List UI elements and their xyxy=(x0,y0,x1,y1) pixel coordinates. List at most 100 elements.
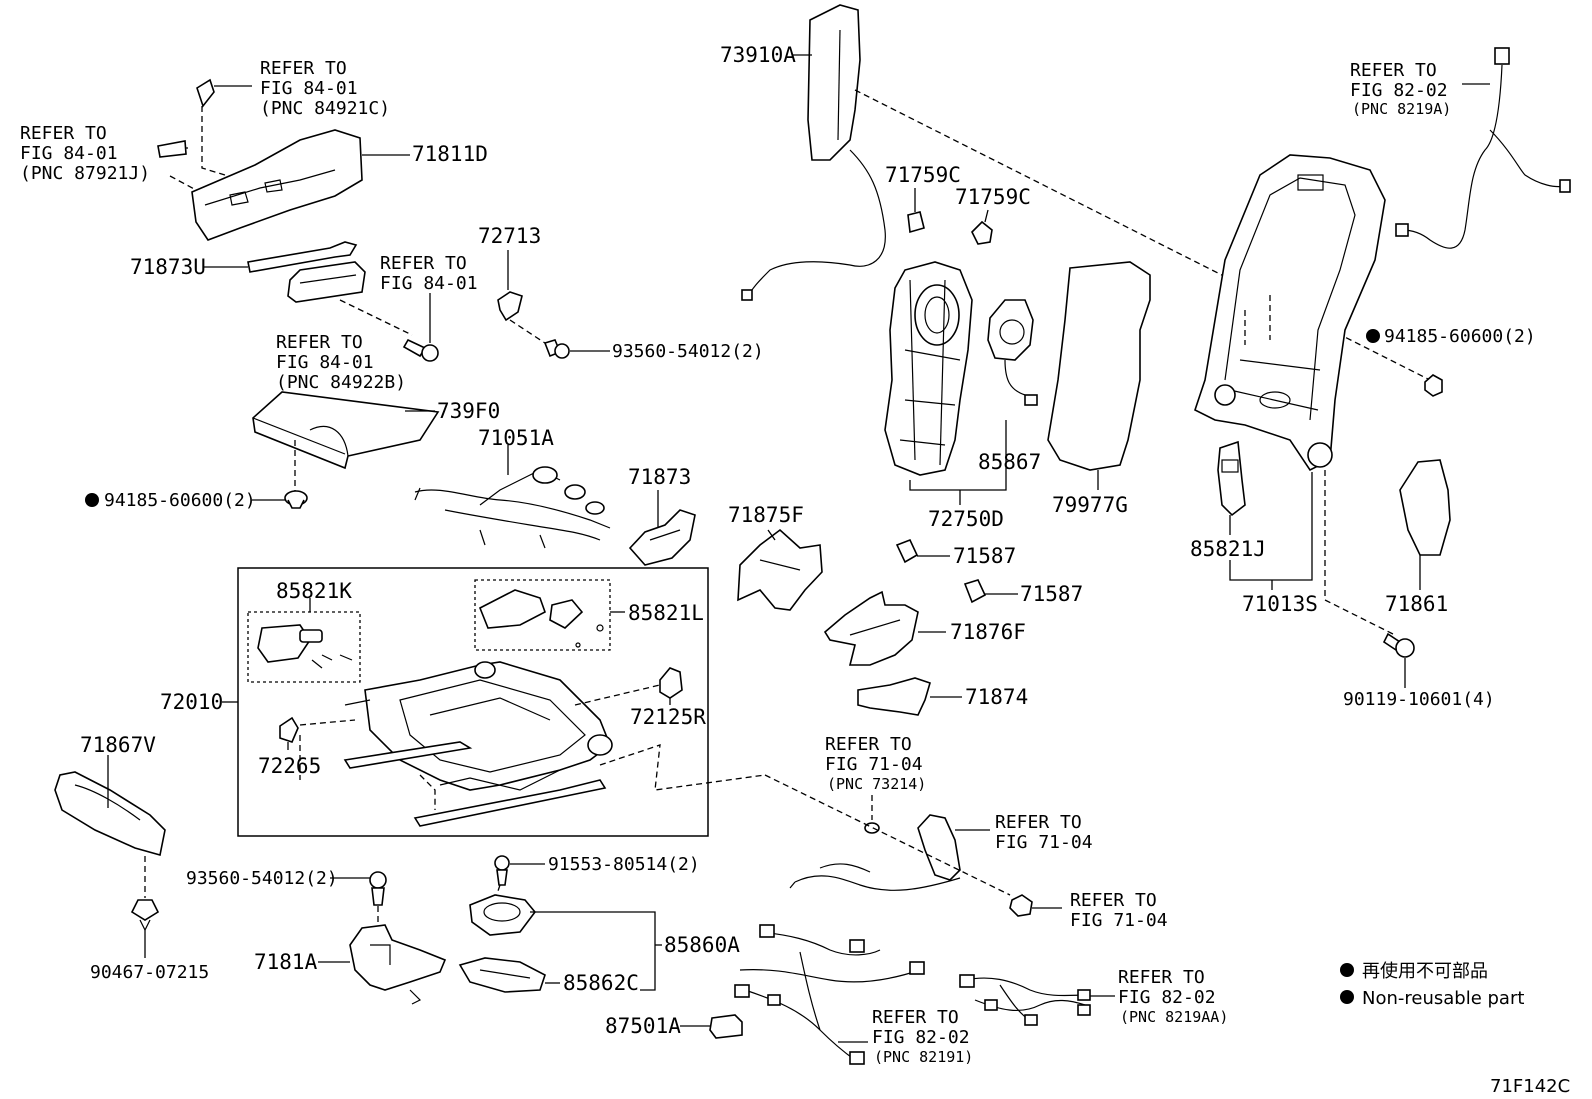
screw-93560-lower xyxy=(369,871,387,906)
part-label: 79977G xyxy=(1052,493,1128,517)
part-label: 93560-54012(2) xyxy=(186,868,338,889)
motor-kit-85821k-box xyxy=(247,611,361,683)
refer-note: REFER TO xyxy=(276,332,363,353)
harness-8219aa xyxy=(959,974,1091,1026)
part-7181a-bracket xyxy=(349,924,447,1005)
part-label: 71811D xyxy=(412,142,488,166)
refer-note: (PNC 84921C) xyxy=(260,98,390,119)
part-label: 85821J xyxy=(1190,537,1266,561)
part-85860a-module xyxy=(469,894,537,936)
refer-note: (PNC 8219A) xyxy=(1352,100,1451,118)
part-87501a-block xyxy=(709,1014,743,1039)
part-label: 71013S xyxy=(1242,592,1318,616)
refer-note: REFER TO xyxy=(1118,967,1205,988)
part-label: 71867V xyxy=(80,733,156,757)
refer-note: (PNC 8219AA) xyxy=(1120,1008,1228,1026)
part-71013s-seatback-frame xyxy=(1194,154,1386,472)
refer-note: REFER TO xyxy=(825,734,912,755)
part-71873u-bracket xyxy=(247,241,358,273)
refer-note: REFER TO xyxy=(1350,60,1437,81)
refer-note: FIG 82-02 xyxy=(1350,80,1448,101)
part-72750d-lumbar-plate xyxy=(884,261,973,476)
part-label: 71861 xyxy=(1385,592,1448,616)
seat-belt-buckle-harness xyxy=(789,814,961,891)
part-label: 87501A xyxy=(605,1014,681,1038)
refer-note: (PNC 87921J) xyxy=(20,163,150,184)
part-label: 73910A xyxy=(720,43,796,67)
non-reusable-dot xyxy=(85,493,99,507)
part-label: 72010 xyxy=(160,690,223,714)
harness-8219a xyxy=(1395,47,1571,249)
part-71051a-harness xyxy=(414,466,611,549)
refer-note: (PNC 73214) xyxy=(827,775,926,793)
refer-note: FIG 84-01 xyxy=(260,78,358,99)
part-label: 94185-60600(2) xyxy=(1384,326,1536,347)
part-label: 85821K xyxy=(276,579,352,603)
part-71759c-clip-b xyxy=(971,220,993,245)
refer-note: FIG 84-01 xyxy=(20,143,118,164)
legend-japanese: 再使用不可部品 xyxy=(1362,961,1488,982)
motor-kit-85821l-box xyxy=(474,579,611,651)
part-label: 71876F xyxy=(950,620,1026,644)
part-label: 85862C xyxy=(563,971,639,995)
figure-code: 71F142C xyxy=(1490,1076,1570,1097)
refer-note: FIG 84-01 xyxy=(380,273,478,294)
part-label: 71875F xyxy=(728,503,804,527)
part-85821j-recliner-motor xyxy=(1217,440,1246,517)
part-label: 71587 xyxy=(1020,582,1083,606)
non-reusable-dot xyxy=(1340,990,1354,1004)
non-reusable-dot xyxy=(1366,329,1380,343)
refer-note: FIG 82-02 xyxy=(1118,987,1216,1008)
part-71587-clip-a xyxy=(895,538,919,564)
refer-note: REFER TO xyxy=(1070,890,1157,911)
part-label: 93560-54012(2) xyxy=(612,341,764,362)
part-71874-bracket xyxy=(857,677,931,716)
part-71867v-garnish xyxy=(54,771,166,857)
seat-switch-module xyxy=(287,261,366,303)
part-71759c-clip-a xyxy=(907,211,925,234)
part-71873-bracket xyxy=(628,509,696,566)
screw-84-01 xyxy=(402,338,439,362)
refer-note: REFER TO xyxy=(872,1007,959,1028)
part-739f0-mat xyxy=(252,391,440,470)
harness-82191 xyxy=(734,924,925,1065)
part-label: 72750D xyxy=(928,507,1004,531)
part-label: 71759C xyxy=(955,185,1031,209)
refer-note: FIG 82-02 xyxy=(872,1027,970,1048)
part-label: 85821L xyxy=(628,601,704,625)
part-85867-lumbar-motor xyxy=(987,299,1038,406)
part-73910a-side-airbag xyxy=(741,4,886,301)
refer-note: FIG 84-01 xyxy=(276,352,374,373)
bolt-90119 xyxy=(1382,632,1415,658)
legend-english: Non-reusable part xyxy=(1362,988,1524,1009)
refer-note: (PNC 84922B) xyxy=(276,372,406,393)
part-label: 94185-60600(2) xyxy=(104,490,256,511)
part-label: 7181A xyxy=(254,950,318,974)
part-label: 90467-07215 xyxy=(90,962,209,983)
part-label: 71873 xyxy=(628,465,691,489)
part-85821l-motor xyxy=(478,589,604,648)
part-72010-seat-frame xyxy=(343,661,613,827)
nut-94185-right xyxy=(1424,374,1443,397)
part-72713-clip xyxy=(497,291,523,322)
refer-note: (PNC 82191) xyxy=(874,1048,973,1066)
part-label: 71587 xyxy=(953,544,1016,568)
part-label: 72125R xyxy=(630,705,706,729)
legend: 再使用不可部品 Non-reusable part xyxy=(1340,961,1524,1009)
part-71876f-cover xyxy=(823,590,919,666)
part-label: 91553-80514(2) xyxy=(548,854,700,875)
cushion-side-cover xyxy=(157,78,363,241)
part-label: 71759C xyxy=(885,163,961,187)
refer-note: FIG 71-04 xyxy=(1070,910,1168,931)
part-label: 85860A xyxy=(664,933,740,957)
refer-note: REFER TO xyxy=(20,123,107,144)
refer-note: FIG 71-04 xyxy=(995,832,1093,853)
part-71875f-bracket xyxy=(737,528,823,611)
part-label: 739F0 xyxy=(437,399,500,423)
part-label: 85867 xyxy=(978,450,1041,474)
part-90467-clip xyxy=(130,899,160,932)
screw-93560-upper xyxy=(543,339,570,359)
part-label: 72265 xyxy=(258,754,321,778)
part-85821k-motor xyxy=(257,624,353,669)
